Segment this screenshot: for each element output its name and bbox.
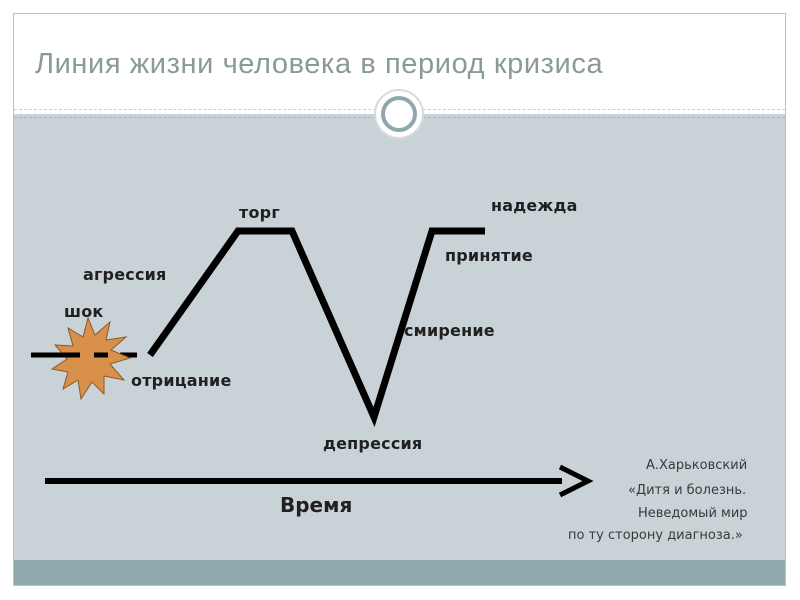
label-denial: отрицание <box>131 371 232 390</box>
citation-author: А.Харьковский <box>646 458 748 473</box>
time-axis-label: Время <box>280 493 353 517</box>
label-shock: шок <box>64 302 104 321</box>
label-resignation: смирение <box>404 321 495 340</box>
citation-line-3: по ту сторону диагноза.» <box>568 528 743 543</box>
ornament-circle-ring <box>381 96 417 132</box>
label-depression: депрессия <box>323 434 423 453</box>
label-acceptance: принятие <box>445 246 533 265</box>
slide-frame <box>13 13 786 586</box>
life-line <box>147 227 485 427</box>
label-hope: надежда <box>491 196 578 215</box>
footer-band <box>14 560 785 585</box>
shock-starburst <box>50 316 132 401</box>
label-bargaining: торг <box>239 203 280 222</box>
label-aggression: агрессия <box>83 265 167 284</box>
citation-line-1: «Дитя и болезнь. <box>628 483 747 498</box>
citation-line-2: Неведомый мир <box>638 506 748 521</box>
time-axis-arrowhead <box>558 464 594 498</box>
slide-title: Линия жизни человека в период кризиса <box>35 48 604 80</box>
